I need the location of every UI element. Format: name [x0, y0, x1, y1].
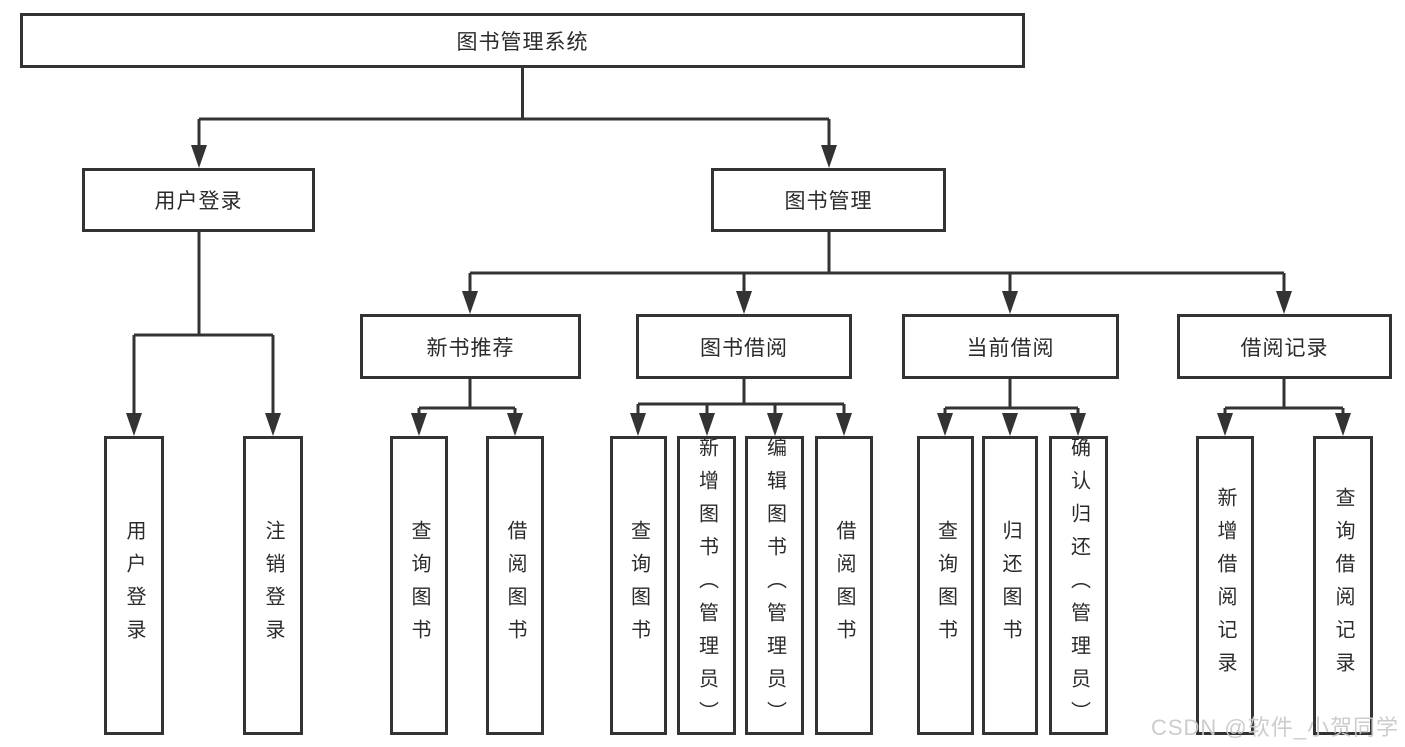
node-label: 图书管理 [784, 190, 873, 213]
leaf-label: 编辑图书（管理员） [763, 437, 786, 734]
leaf-label: 归还图书 [999, 519, 1021, 652]
leaf-borrow-books-recommend: 借阅图书 [486, 436, 544, 735]
leaf-label: 用户登录 [123, 519, 145, 652]
leaf-label: 新增图书（管理员） [695, 437, 718, 734]
leaf-label: 新增借阅记录 [1214, 486, 1236, 685]
leaf-label: 确认归还（管理员） [1067, 437, 1090, 734]
node-label: 图书借阅 [700, 336, 788, 360]
leaf-confirm-return-admin: 确认归还（管理员） [1049, 436, 1108, 735]
node-label: 用户登录 [154, 190, 243, 213]
leaf-label: 借阅图书 [833, 519, 855, 652]
node-label: 新书推荐 [426, 336, 515, 360]
node-current-borrowing: 当前借阅 [902, 314, 1119, 379]
leaf-label: 查询图书 [408, 519, 430, 652]
watermark: CSDN @软件_小贺同学 [1150, 715, 1399, 740]
leaf-label: 查询图书 [934, 519, 957, 652]
leaf-label: 借阅图书 [504, 519, 526, 652]
leaf-label: 查询借阅记录 [1332, 486, 1354, 685]
leaf-label: 注销登录 [262, 519, 284, 652]
node-library-management-system: 图书管理系统 [20, 13, 1025, 68]
node-label: 图书管理系统 [456, 30, 589, 54]
node-label: 当前借阅 [966, 336, 1055, 360]
leaf-return-books: 归还图书 [982, 436, 1038, 735]
node-label: 借阅记录 [1240, 336, 1329, 360]
node-book-management: 图书管理 [711, 168, 946, 232]
leaf-add-borrow-record: 新增借阅记录 [1196, 436, 1254, 735]
leaf-query-books-recommend: 查询图书 [390, 436, 448, 735]
leaf-logout: 注销登录 [243, 436, 303, 735]
node-new-book-recommendation: 新书推荐 [360, 314, 581, 379]
node-borrowing-records: 借阅记录 [1177, 314, 1392, 379]
node-user-login: 用户登录 [82, 168, 315, 232]
leaf-label: 查询图书 [627, 519, 650, 652]
leaf-query-books-current: 查询图书 [917, 436, 974, 735]
node-book-borrowing: 图书借阅 [636, 314, 852, 379]
leaf-query-books-borrowing: 查询图书 [610, 436, 667, 735]
leaf-add-books-admin: 新增图书（管理员） [677, 436, 736, 735]
leaf-edit-books-admin: 编辑图书（管理员） [745, 436, 804, 735]
leaf-borrow-books-borrowing: 借阅图书 [815, 436, 873, 735]
leaf-user-login: 用户登录 [104, 436, 164, 735]
leaf-query-borrow-record: 查询借阅记录 [1313, 436, 1373, 735]
